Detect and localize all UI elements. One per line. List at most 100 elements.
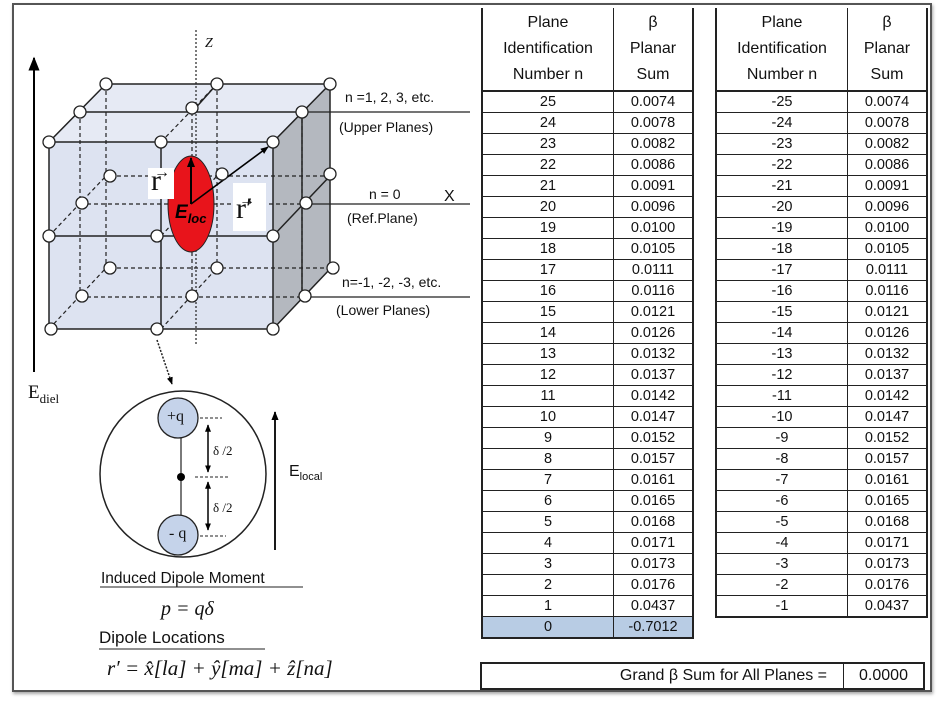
plane-number-cell: -24 bbox=[715, 112, 848, 134]
beta-sum-cell: 0.0437 bbox=[613, 595, 694, 617]
lattice-node bbox=[210, 77, 224, 91]
beta-sum-cell: 0.0105 bbox=[847, 238, 928, 260]
header-line: Identification bbox=[737, 40, 827, 57]
induced-dipole-title: Induced Dipole Moment bbox=[101, 570, 265, 587]
dipole-formula: p = qδ bbox=[161, 598, 214, 620]
upper-planes-label: n =1, 2, 3, etc. bbox=[345, 89, 435, 105]
beta-sum-cell: 0.0078 bbox=[847, 112, 928, 134]
plane-number-cell: -8 bbox=[715, 448, 848, 470]
beta-sum-cell: 0.0161 bbox=[613, 469, 694, 491]
lower-planes-caption: (Lower Planes) bbox=[336, 302, 431, 318]
r-prime-label-box bbox=[233, 183, 266, 231]
beta-sum-cell: 0.0111 bbox=[613, 259, 694, 281]
z-axis-label: Z bbox=[205, 36, 213, 51]
beta-sum-cell: 0.0147 bbox=[847, 406, 928, 428]
beta-sum-cell: 0.0165 bbox=[613, 490, 694, 512]
grand-sum-label: Grand β Sum for All Planes = bbox=[482, 664, 844, 688]
header-line: Sum bbox=[870, 66, 904, 83]
plus-charge-label: +q bbox=[167, 408, 185, 425]
minus-charge bbox=[157, 514, 199, 556]
e-loc-main: E bbox=[175, 202, 188, 223]
e-diel-main: E bbox=[28, 382, 40, 403]
beta-sum-cell: 0.0147 bbox=[613, 406, 694, 428]
e-loc-sub: loc bbox=[187, 210, 207, 226]
beta-sum-cell: 0.0142 bbox=[613, 385, 694, 407]
plane-number-cell: 9 bbox=[481, 427, 614, 449]
plane-number-cell: -3 bbox=[715, 553, 848, 575]
ref-plane-label: n = 0 bbox=[369, 186, 401, 202]
plane-number-cell: 23 bbox=[481, 133, 614, 155]
lattice-node bbox=[73, 105, 87, 119]
plane-number-cell: 24 bbox=[481, 112, 614, 134]
plane-number-cell: 15 bbox=[481, 301, 614, 323]
header-line: Identification bbox=[503, 40, 593, 57]
lattice-node bbox=[75, 289, 89, 303]
lattice-node bbox=[210, 261, 224, 275]
lattice-node bbox=[154, 135, 168, 149]
lattice-node bbox=[266, 135, 280, 149]
header-line: β bbox=[648, 14, 658, 31]
beta-sum-cell: 0.0161 bbox=[847, 469, 928, 491]
beta-sum-cell: 0.0091 bbox=[847, 175, 928, 197]
plane-number-cell: 16 bbox=[481, 280, 614, 302]
plane-number-cell: -7 bbox=[715, 469, 848, 491]
header-line: Number n bbox=[512, 66, 584, 83]
plane-number-cell: -21 bbox=[715, 175, 848, 197]
plane-number-cell: -9 bbox=[715, 427, 848, 449]
lattice-node bbox=[298, 289, 312, 303]
half-delta-top-label: δ /2 bbox=[213, 443, 233, 458]
lattice-node bbox=[42, 229, 56, 243]
dipole-locations-title: Dipole Locations bbox=[99, 628, 225, 647]
x-axis-label: X bbox=[444, 188, 455, 205]
r-prime-vector-label: →r′ bbox=[236, 192, 255, 225]
minus-charge-label: - q bbox=[169, 525, 187, 542]
plane-number-cell: 1 bbox=[481, 595, 614, 617]
plane-number-cell: 13 bbox=[481, 343, 614, 365]
plane-number-cell: -6 bbox=[715, 490, 848, 512]
grand-sum-value: 0.0000 bbox=[859, 667, 908, 684]
beta-sum-cell: 0.0086 bbox=[613, 154, 694, 176]
beta-sum-cell: 0.0168 bbox=[613, 511, 694, 533]
plane-number-cell: -13 bbox=[715, 343, 848, 365]
r-prime-vector bbox=[190, 146, 269, 205]
plane-number-cell: -1 bbox=[715, 595, 848, 618]
header-line: Planar bbox=[863, 40, 911, 57]
plane-number-cell: 22 bbox=[481, 154, 614, 176]
e-loc-label: Eloc bbox=[175, 202, 206, 226]
lattice-node bbox=[103, 169, 117, 183]
lattice-node bbox=[323, 77, 337, 91]
upper-planes-caption: (Upper Planes) bbox=[339, 119, 434, 135]
plane-number-cell: -20 bbox=[715, 196, 848, 218]
plane-number-cell: 4 bbox=[481, 532, 614, 554]
lattice-node bbox=[103, 261, 117, 275]
plane-number-cell: 21 bbox=[481, 175, 614, 197]
lattice-nodes bbox=[42, 77, 340, 336]
beta-sum-cell: 0.0173 bbox=[613, 553, 694, 575]
plane-number-cell: 12 bbox=[481, 364, 614, 386]
plane-number-cell: 7 bbox=[481, 469, 614, 491]
beta-sum-cell: 0.0152 bbox=[847, 427, 928, 449]
beta-sum-cell: 0.0091 bbox=[613, 175, 694, 197]
